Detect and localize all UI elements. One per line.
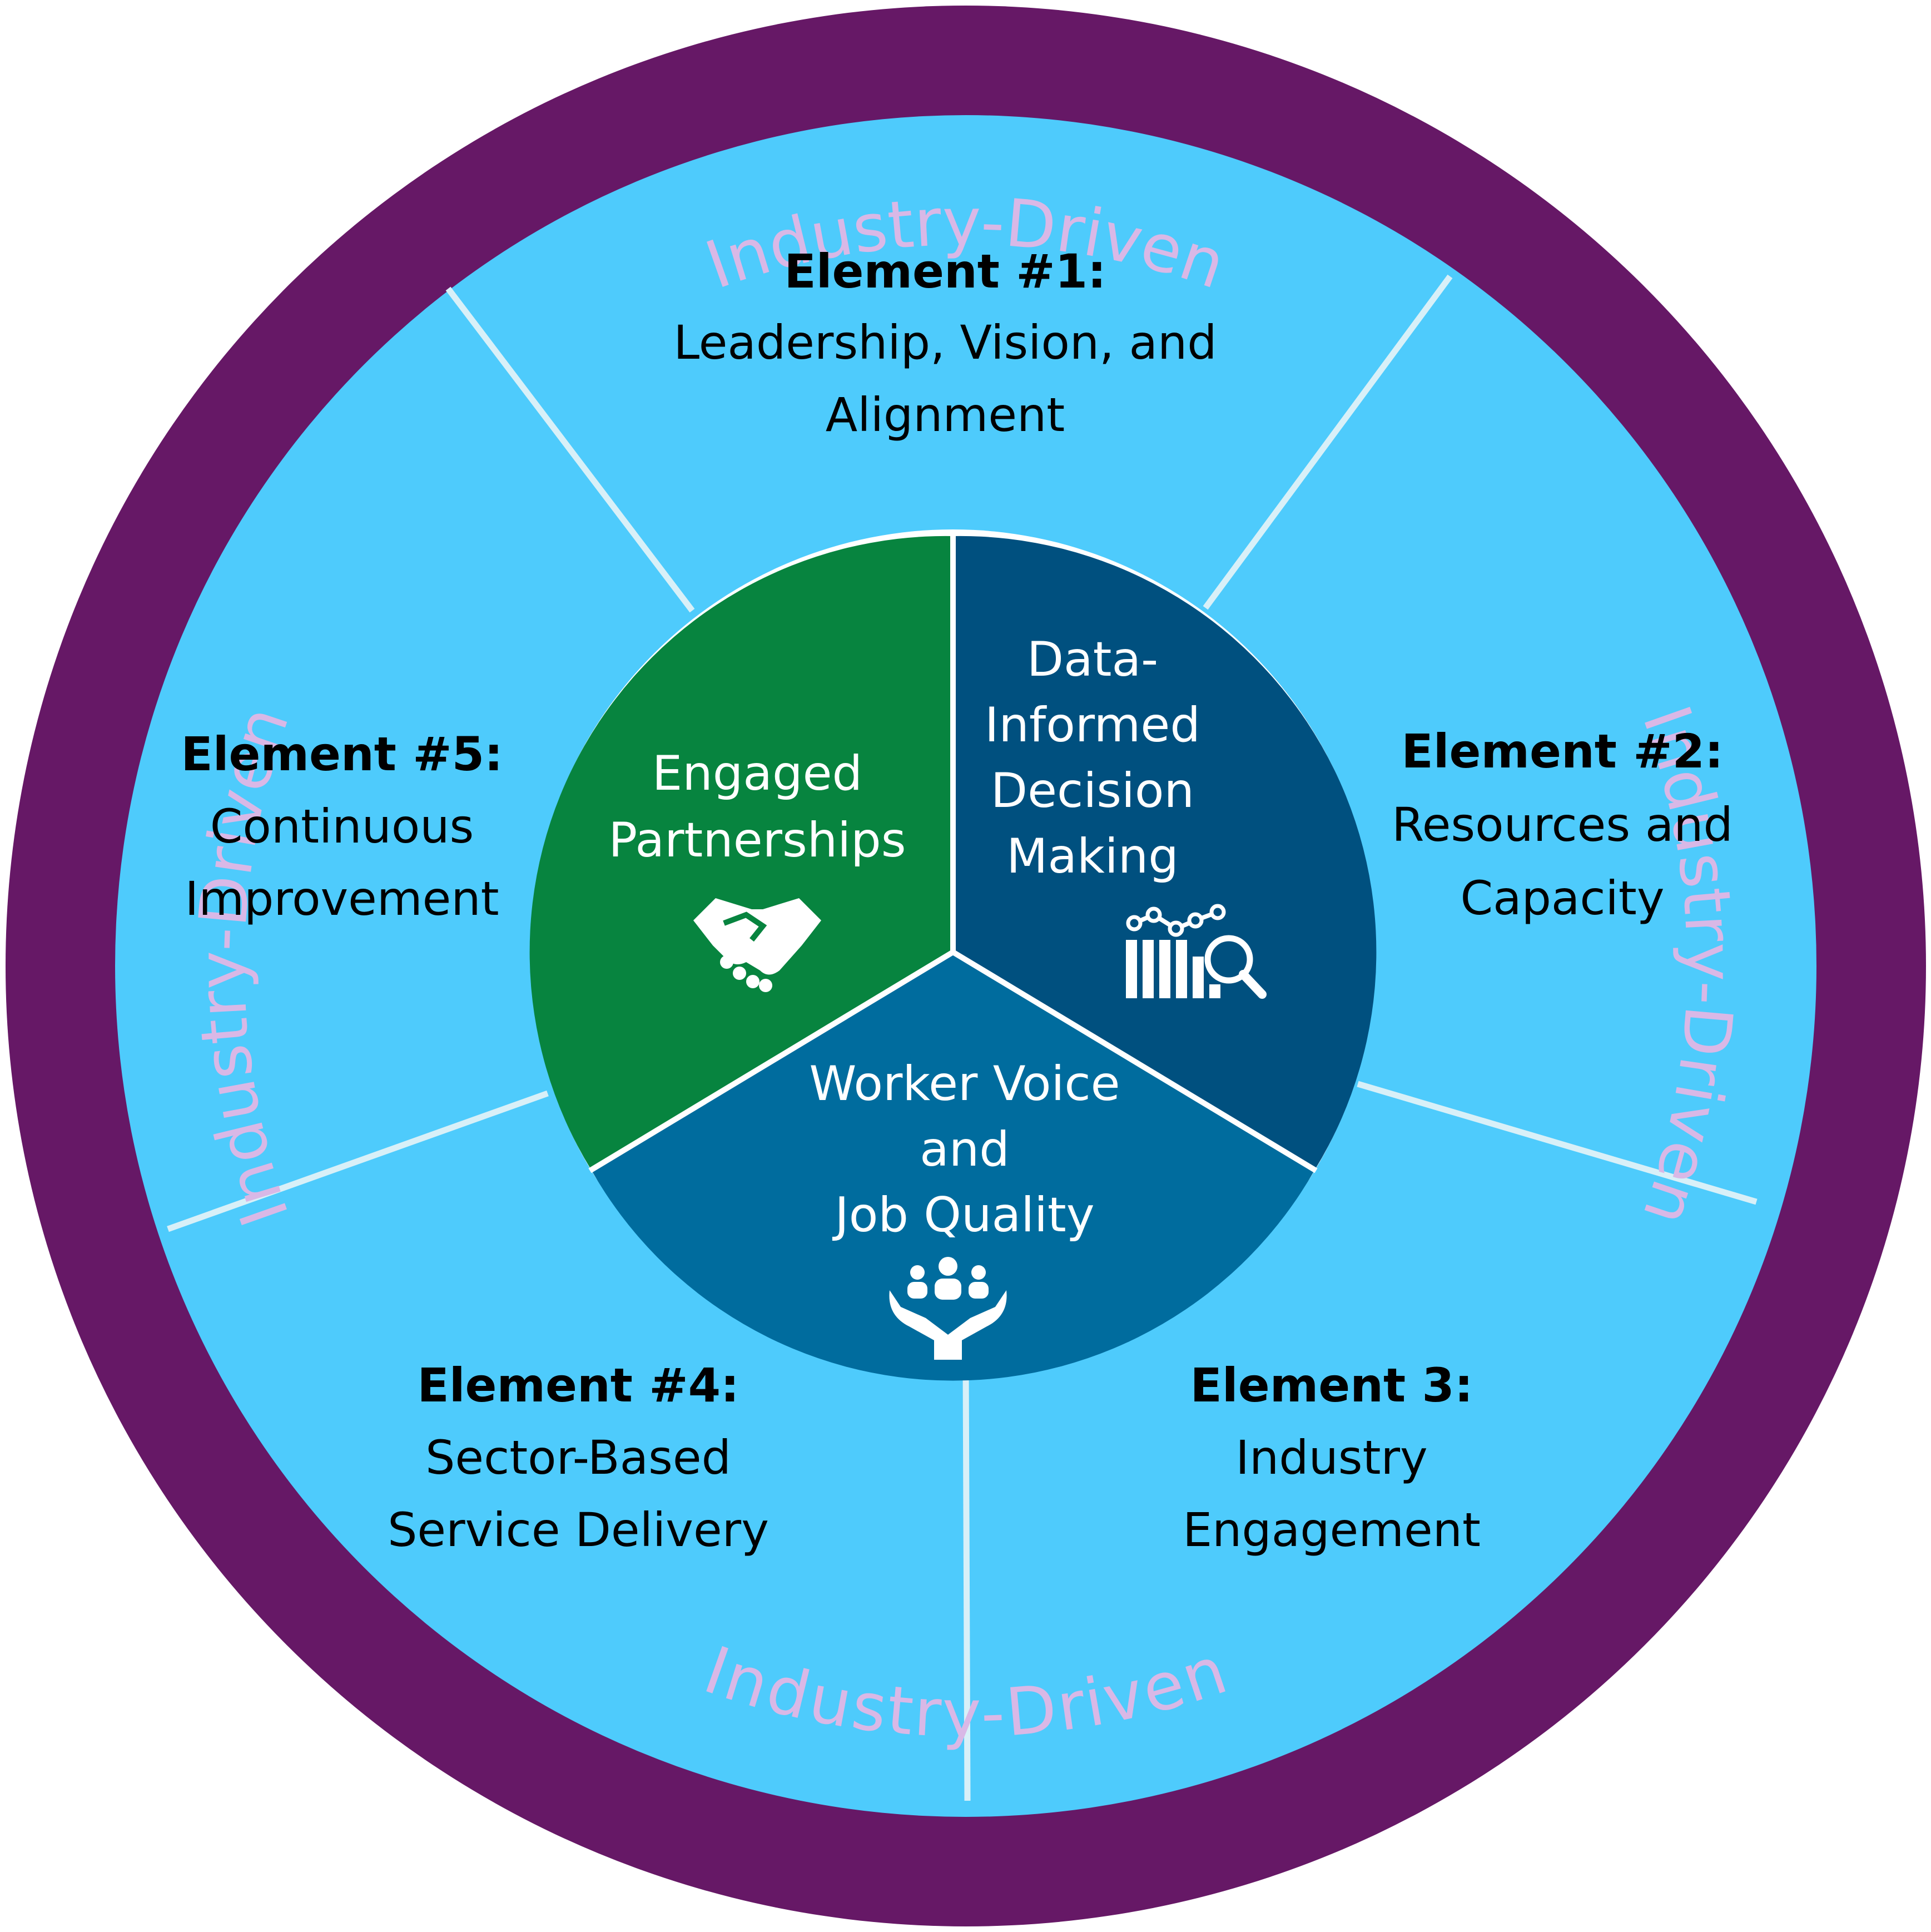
element-3-line-1: Industry xyxy=(1235,1430,1428,1485)
handshake-icon xyxy=(693,898,821,992)
core-circle xyxy=(529,529,1377,1381)
element-1-line-2: Alignment xyxy=(826,388,1065,442)
core-engaged-partnerships: Engaged Partnerships xyxy=(608,746,906,992)
element-2-line-2: Capacity xyxy=(1460,871,1664,925)
element-dividers xyxy=(167,274,1758,1801)
data-line-2: Informed xyxy=(985,697,1200,753)
data-line-3: Decision xyxy=(991,763,1194,819)
element-1-heading: Element #1: xyxy=(784,244,1106,299)
engaged-line-2: Partnerships xyxy=(608,813,906,868)
divider-1-2 xyxy=(1203,274,1453,610)
divider-3-4 xyxy=(962,1365,971,1801)
element-3: Element 3: Industry Engagement xyxy=(1183,1358,1481,1557)
element-4-heading: Element #4: xyxy=(417,1358,739,1413)
data-analytics-icon xyxy=(1126,904,1267,999)
element-3-line-2: Engagement xyxy=(1183,1503,1481,1557)
people-in-hands-icon xyxy=(889,1257,1007,1360)
element-5-heading: Element #5: xyxy=(181,727,503,781)
divider-4-5 xyxy=(167,1090,549,1232)
data-line-4: Making xyxy=(1006,829,1179,884)
worker-line-2: and xyxy=(920,1122,1010,1177)
element-1: Element #1: Leadership, Vision, and Alig… xyxy=(673,244,1217,442)
divider-1-5 xyxy=(445,286,695,613)
element-5-line-1: Continuous xyxy=(210,799,474,854)
core-segment-engaged xyxy=(529,536,953,1170)
element-5-line-2: Improvement xyxy=(185,871,499,926)
divider-2-3 xyxy=(1357,1081,1758,1205)
element-2-line-1: Resources and xyxy=(1392,797,1733,852)
element-5: Element #5: Continuous Improvement xyxy=(181,727,503,926)
element-1-line-1: Leadership, Vision, and xyxy=(673,315,1217,370)
core-worker-voice: Worker Voice and Job Quality xyxy=(809,1056,1120,1360)
element-4-line-1: Sector-Based xyxy=(425,1430,731,1485)
engaged-line-1: Engaged xyxy=(652,746,862,801)
element-2-heading: Element #2: xyxy=(1401,724,1723,779)
core-segment-worker xyxy=(591,952,1315,1381)
worker-line-3: Job Quality xyxy=(832,1187,1094,1243)
core-data-informed: Data- Informed Decision Making xyxy=(985,632,1267,999)
element-2: Element #2: Resources and Capacity xyxy=(1392,724,1733,925)
element-3-heading: Element 3: xyxy=(1190,1358,1473,1413)
data-line-1: Data- xyxy=(1027,632,1158,687)
element-4: Element #4: Sector-Based Service Deliver… xyxy=(388,1358,769,1557)
worker-line-1: Worker Voice xyxy=(809,1056,1120,1112)
core-segment-data xyxy=(953,536,1377,1170)
element-4-line-2: Service Delivery xyxy=(388,1503,769,1557)
